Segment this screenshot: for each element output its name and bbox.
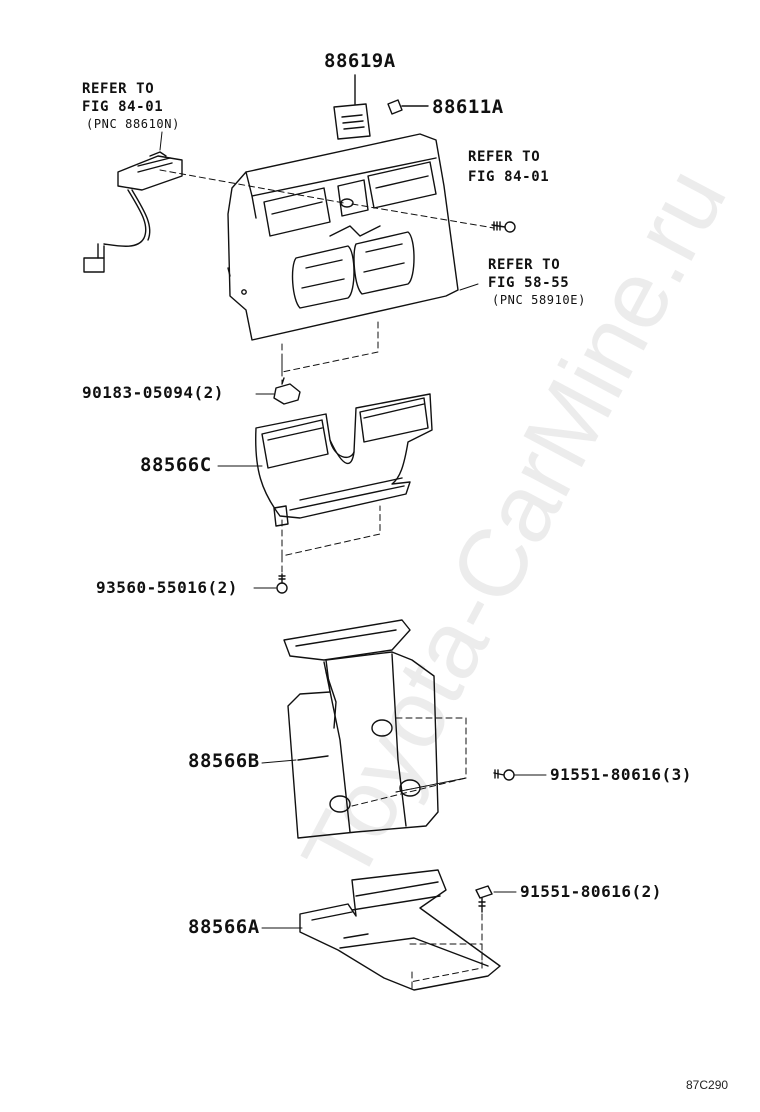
- label-88566B: 88566B: [188, 750, 260, 772]
- part-88619A-plate: [333, 74, 371, 140]
- screw-93560-55016: [276, 573, 288, 594]
- duct-88566A: [299, 869, 501, 991]
- label-ref3-line2: FIG 58-55: [488, 275, 570, 291]
- rear-console-register-panel: [227, 133, 459, 341]
- clip-90183-05094: [273, 377, 301, 405]
- label-88619A: 88619A: [324, 50, 396, 72]
- label-91551-80616-3: 91551-80616(3): [550, 765, 692, 784]
- label-88566C: 88566C: [140, 454, 212, 476]
- screw-84-01: [491, 221, 516, 233]
- dashed-reference-lines: [159, 169, 495, 993]
- label-ref2-line1: REFER TO: [468, 149, 541, 165]
- label-ref3-line1: REFER TO: [488, 257, 561, 273]
- label-ref1-line3: (PNC 88610N): [86, 117, 180, 131]
- label-88566A: 88566A: [188, 916, 260, 938]
- label-ref2-line2: FIG 84-01: [468, 169, 550, 185]
- label-ref1-line2: FIG 84-01: [82, 99, 164, 115]
- label-ref3-line3: (PNC 58910E): [492, 293, 586, 307]
- switch-assembly: [83, 151, 183, 273]
- label-91551-80616-2: 91551-80616(2): [520, 882, 662, 901]
- figure-code: 87C290: [686, 1078, 729, 1092]
- screw-91551-80616-2: [475, 885, 517, 913]
- duct-88566C: [255, 393, 433, 527]
- screw-91551-80616-3: [493, 769, 547, 781]
- part-88611A-clip: [387, 99, 429, 115]
- duct-88566B: [283, 619, 439, 839]
- label-93560-55016: 93560-55016(2): [96, 578, 238, 597]
- label-88611A: 88611A: [432, 96, 504, 118]
- label-leader-lines: [159, 131, 479, 929]
- label-90183-05094: 90183-05094(2): [82, 383, 224, 402]
- label-ref1-line1: REFER TO: [82, 81, 155, 97]
